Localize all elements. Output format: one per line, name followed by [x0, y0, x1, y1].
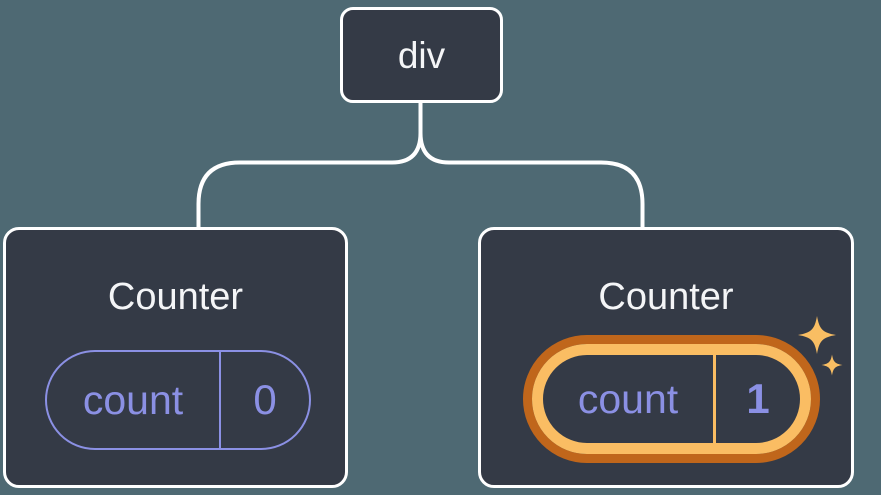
pill-divider [713, 355, 716, 443]
state-value: 0 [253, 376, 277, 423]
connector-right-branch [418, 101, 645, 229]
component-title: Counter [107, 276, 244, 318]
tree-node-div: div [340, 7, 503, 103]
counter-card-1: Counter count 0 [3, 227, 348, 488]
state-pill: count 0 [45, 350, 311, 450]
state-pill-value-segment: 0 [221, 352, 309, 448]
state-pill-key-segment: count [47, 352, 219, 448]
state-pill-highlight-ring: count 1 [532, 344, 811, 454]
sparkle-large-star [798, 316, 836, 354]
counter-card-2: Counter count 1 [478, 227, 854, 488]
component-title: Counter [598, 276, 734, 318]
state-key-label: count [577, 375, 679, 422]
sparkle-small-star [821, 354, 843, 376]
state-key-label: count [82, 376, 184, 423]
state-pill-key-segment: count [543, 355, 713, 443]
state-pill-value-segment: 1 [716, 355, 800, 443]
pill-divider [219, 352, 221, 448]
sparkle-icon [798, 316, 843, 376]
state-value: 1 [746, 375, 770, 422]
root-node-label: div [397, 34, 446, 76]
state-pill-highlighted: count 1 [523, 335, 820, 463]
connector-left-branch [196, 101, 423, 229]
